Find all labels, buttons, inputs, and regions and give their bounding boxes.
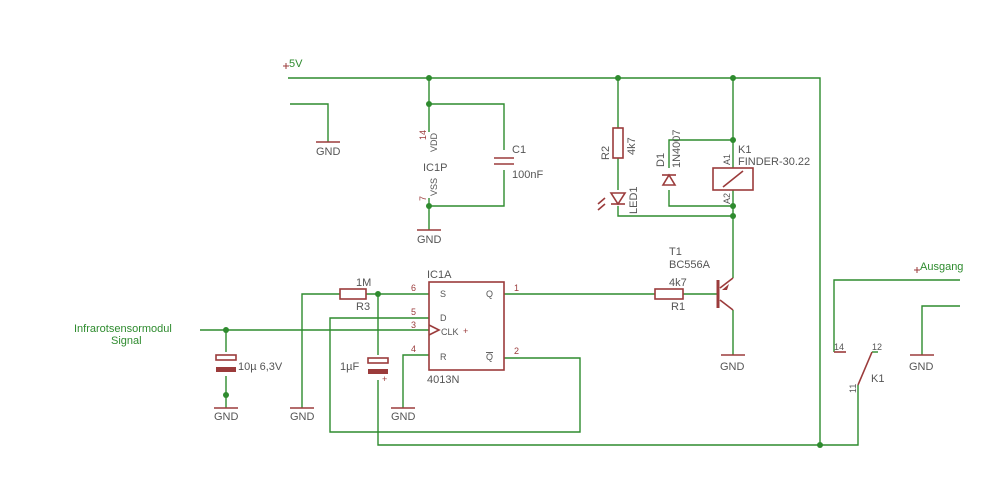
- k1-pin-a2: A2: [722, 193, 732, 204]
- junction-dot: [730, 203, 736, 209]
- led-led1: LED1: [597, 186, 640, 214]
- k1-pin-14: 14: [834, 342, 844, 352]
- gnd-label: GND: [391, 411, 416, 423]
- wire-gnd-right: [921, 305, 960, 355]
- gnd-label: GND: [214, 411, 239, 423]
- c1-name: C1: [512, 144, 526, 156]
- r3-value: 1M: [356, 277, 371, 289]
- junction-dot: [375, 291, 381, 297]
- polarity-mark: +: [382, 374, 387, 384]
- pin-number: 4: [411, 344, 416, 354]
- pin-number: 5: [411, 307, 416, 317]
- capacitor-timer: + 1µF: [340, 357, 389, 384]
- r2-name: R2: [600, 146, 612, 160]
- k1-value: FINDER-30.22: [738, 156, 810, 168]
- junction-dot: [730, 137, 736, 143]
- gnd-label: GND: [720, 361, 745, 373]
- ic1a-pin-q: Q: [486, 289, 493, 299]
- relay-k1-coil: K1 FINDER-30.22 A1 A2: [712, 144, 810, 204]
- ground-symbols: GND GND GND GND GND GND GND: [214, 141, 934, 423]
- pin-number: 1: [514, 283, 519, 293]
- wire-relay: [668, 78, 734, 278]
- diode-d1: D1 1N4007: [655, 129, 683, 186]
- k1-pin-a1: A1: [722, 154, 732, 165]
- transistor-t1: T1 BC556A: [669, 246, 734, 311]
- wire-ausgang: [833, 279, 960, 352]
- junction-dot: [223, 327, 229, 333]
- r2-value: 4k7: [626, 137, 638, 155]
- ic1a-value: 4013N: [427, 374, 459, 386]
- gnd-label: GND: [417, 234, 442, 246]
- t1-value: BC556A: [669, 259, 711, 271]
- k1-name: K1: [738, 144, 751, 156]
- wire-gnd-stub-left: [290, 103, 329, 142]
- net-label-input-signal: Signal: [111, 335, 142, 347]
- wire-r2-led: [617, 78, 733, 217]
- r1-name: R1: [671, 301, 685, 313]
- c1-value: 100nF: [512, 169, 543, 181]
- resistor-r2: R2 4k7: [600, 127, 638, 160]
- led1-name: LED1: [628, 186, 640, 214]
- r1-value: 4k7: [669, 277, 687, 289]
- r3-name: R3: [356, 301, 370, 313]
- net-label-ausgang: Ausgang: [920, 261, 963, 273]
- net-label-input: Infrarotsensormodul: [74, 323, 172, 335]
- ic1a-name: IC1A: [427, 269, 452, 281]
- pin-name: VSS: [429, 178, 439, 196]
- wire-ic1p-block: [428, 78, 505, 230]
- net-label-5v: 5V: [289, 58, 303, 70]
- gnd-label: GND: [909, 361, 934, 373]
- wire-d-loop: [329, 317, 581, 433]
- pin-number: 3: [411, 320, 416, 330]
- wire-reset-gnd: [402, 354, 429, 408]
- pin-name: VDD: [429, 132, 439, 152]
- ic1a-pin-s: S: [440, 289, 446, 299]
- wire-contact-common: [820, 385, 859, 446]
- ic-ic1a: IC1A 4013N S D CLK R Q Q 6 5 3 4 1 2 +: [411, 269, 519, 386]
- junctions: [223, 75, 823, 448]
- capacitor-c1: C1 100nF: [494, 144, 543, 181]
- pin-number: 14: [418, 130, 428, 140]
- capacitor-input: 10µ 6,3V: [215, 354, 283, 373]
- k1-pin-11: 11: [848, 384, 858, 393]
- wire-5v-rail: [288, 77, 821, 445]
- junction-dot: [426, 75, 432, 81]
- t1-name: T1: [669, 246, 682, 258]
- ic1a-pin-r: R: [440, 352, 447, 362]
- junction-dot: [730, 213, 736, 219]
- pin-number: 7: [418, 196, 428, 201]
- gnd-label: GND: [290, 411, 315, 423]
- d1-value: 1N4007: [671, 129, 683, 168]
- ic1p-name: IC1P: [423, 162, 447, 174]
- junction-dot: [223, 392, 229, 398]
- resistor-r3: 1M R3: [339, 277, 371, 313]
- relay-k1-contact: 14 12 11 K1: [834, 342, 884, 393]
- ic1a-pin-qn: Q: [486, 352, 493, 362]
- junction-dot: [426, 203, 432, 209]
- junction-dot: [730, 75, 736, 81]
- ic1a-pin-d: D: [440, 313, 447, 323]
- k1-contact-name: K1: [871, 373, 884, 385]
- ic1a-pin-clk: CLK: [441, 327, 459, 337]
- wire-r3-cap: [377, 294, 820, 446]
- junction-dot: [615, 75, 621, 81]
- junction-dot: [426, 101, 432, 107]
- d1-name: D1: [655, 153, 667, 167]
- k1-pin-12: 12: [872, 342, 882, 352]
- resistor-r1: 4k7 R1: [654, 277, 687, 313]
- c-input-value: 10µ 6,3V: [238, 361, 283, 373]
- wires: [200, 77, 960, 446]
- ic1p-power: 14 VDD IC1P VSS 7: [418, 130, 447, 201]
- junction-dot: [817, 442, 823, 448]
- gnd-label: GND: [316, 146, 341, 158]
- pin-number: 2: [514, 346, 519, 356]
- origin-mark: +: [463, 326, 468, 336]
- c-timer-value: 1µF: [340, 361, 359, 373]
- pin-number: 6: [411, 283, 416, 293]
